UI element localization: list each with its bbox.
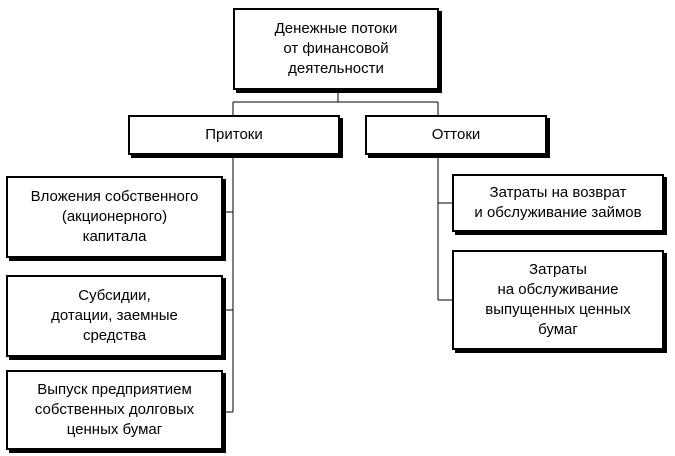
outflows-node: Оттоки [365, 115, 547, 155]
outflow-item-securities-servicing-label: Затраты на обслуживание выпущенных ценны… [485, 261, 631, 338]
inflows-node-label: Притоки [205, 126, 263, 143]
outflow-item-loans: Затраты на возврат и обслуживание займов [452, 174, 664, 232]
inflow-item-equity: Вложения собственного (акционерного) кап… [6, 176, 223, 258]
inflow-item-debt-securities: Выпуск предприятием собственных долговых… [6, 370, 223, 450]
root-node-label: Денежные потоки от финансовой деятельнос… [274, 20, 398, 77]
outflow-item-loans-label: Затраты на возврат и обслуживание займов [474, 184, 642, 221]
root-node: Денежные потоки от финансовой деятельнос… [233, 8, 439, 90]
inflow-item-subsidies: Субсидии, дотации, заемные средства [6, 275, 223, 357]
inflow-item-equity-label: Вложения собственного (акционерного) кап… [30, 188, 199, 245]
inflows-node: Притоки [128, 115, 340, 155]
outflow-item-securities-servicing: Затраты на обслуживание выпущенных ценны… [452, 250, 664, 350]
inflow-item-debt-securities-label: Выпуск предприятием собственных долговых… [34, 381, 195, 438]
outflows-node-label: Оттоки [431, 126, 481, 143]
inflow-item-subsidies-label: Субсидии, дотации, заемные средства [51, 287, 178, 344]
